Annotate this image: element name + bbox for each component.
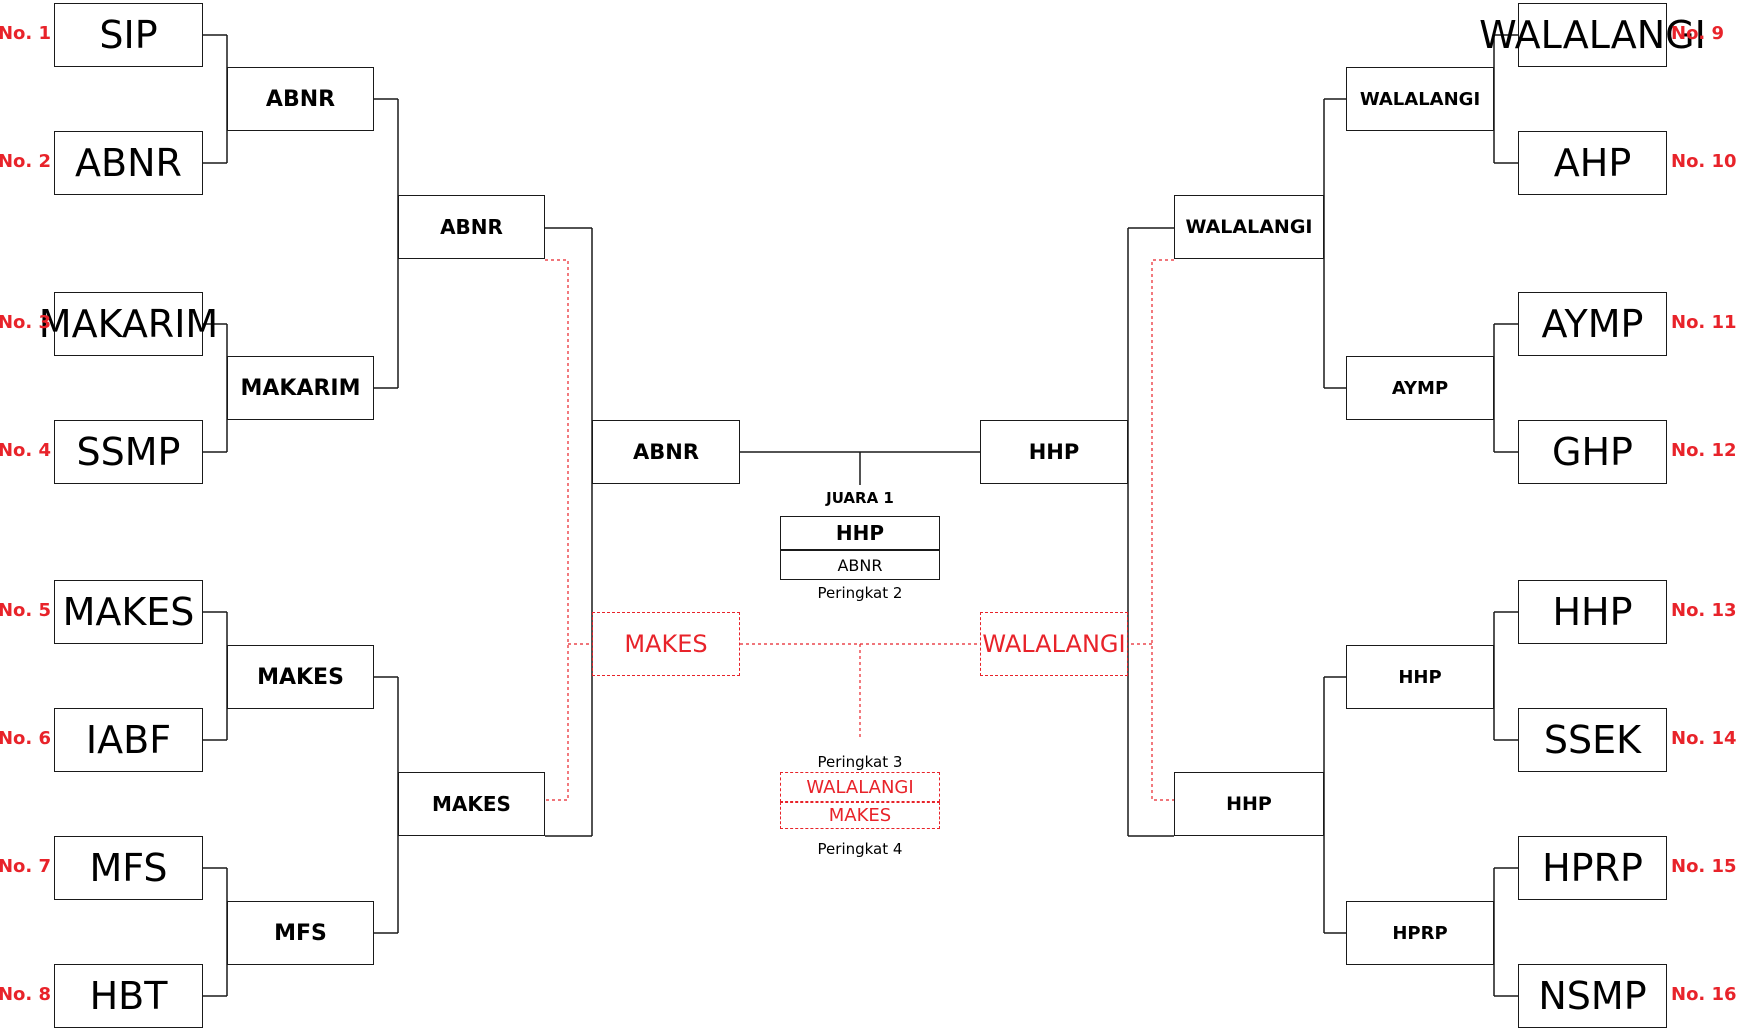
second-label: Peringkat 2 [817, 584, 903, 602]
team-box-left-text: SIP [99, 13, 158, 57]
r3-box-right-text: HHP [1226, 793, 1272, 815]
semi-box-right-text: HHP [1028, 440, 1080, 464]
r3-box-left: ABNR [398, 195, 545, 259]
winner-label: JUARA 1 [826, 489, 894, 507]
r2-box-left: MAKARIM [227, 356, 374, 420]
r3-box-right: WALALANGI [1174, 195, 1324, 259]
seed-label: No. 4 [0, 440, 51, 461]
seed-label: No. 7 [0, 856, 51, 877]
r2-box-right-text: HPRP [1392, 922, 1448, 944]
team-box-right: HPRP [1518, 836, 1667, 900]
team-box-right-text: HPRP [1542, 846, 1643, 890]
team-box-right: GHP [1518, 420, 1667, 484]
r2-box-right-text: WALALANGI [1359, 88, 1481, 110]
r2-box-right-text: AYMP [1391, 377, 1449, 399]
r2-box-left: MAKES [227, 645, 374, 709]
winner-name: HHP [835, 521, 885, 545]
r3-box-right: HHP [1174, 772, 1324, 836]
team-box-left: MAKARIM [39, 292, 218, 356]
seed-label: No. 1 [0, 23, 51, 44]
third-box-right-text: WALALANGI [982, 630, 1126, 658]
team-box-right: HHP [1518, 580, 1667, 644]
r2-box-left-text: ABNR [265, 86, 336, 112]
seed-label: No. 2 [0, 151, 51, 172]
third-name: WALALANGI [806, 776, 914, 798]
second-name: ABNR [837, 555, 883, 575]
team-box-left: HBT [54, 964, 203, 1028]
seed-label: No. 3 [0, 312, 51, 333]
semi-box-left-text: ABNR [632, 440, 699, 464]
seed-label: No. 16 [1671, 984, 1737, 1005]
team-box-left: SIP [54, 3, 203, 67]
seed-label: No. 8 [0, 984, 51, 1005]
team-box-right-text: NSMP [1538, 974, 1647, 1018]
r2-box-left-text: MFS [274, 920, 327, 946]
second-box: ABNR [780, 550, 940, 580]
r2-box-right-text: HHP [1398, 666, 1442, 688]
r2-box-right: HHP [1346, 645, 1494, 709]
r3-box-left-text: MAKES [432, 792, 511, 816]
third-box-left-text: MAKES [624, 630, 708, 658]
r2-box-right: AYMP [1346, 356, 1494, 420]
team-box-left-text: IABF [85, 718, 172, 762]
seed-label: No. 10 [1671, 151, 1737, 172]
team-box-left: MAKES [54, 580, 203, 644]
team-box-right: SSEK [1518, 708, 1667, 772]
team-box-left: MFS [54, 836, 203, 900]
semi-box-left: ABNR [592, 420, 740, 484]
team-box-left: ABNR [54, 131, 203, 195]
r2-box-left-text: MAKES [257, 664, 344, 690]
team-box-right: NSMP [1518, 964, 1667, 1028]
seed-label: No. 12 [1671, 440, 1737, 461]
team-box-left-text: MAKARIM [38, 302, 219, 346]
r2-box-left-text: MAKARIM [240, 375, 361, 401]
team-box-left: SSMP [54, 420, 203, 484]
semi-box-right: HHP [980, 420, 1128, 484]
team-box-right-text: HHP [1552, 590, 1633, 634]
fourth-label: Peringkat 4 [817, 840, 903, 858]
r2-box-right: WALALANGI [1346, 67, 1494, 131]
fourth-box: MAKES [780, 802, 940, 829]
r3-box-left: MAKES [398, 772, 545, 836]
team-box-right: WALALANGI [1479, 3, 1706, 67]
team-box-right-text: SSEK [1543, 718, 1642, 762]
third-box: WALALANGI [780, 772, 940, 802]
r2-box-left: MFS [227, 901, 374, 965]
third-box-right: WALALANGI [980, 612, 1128, 676]
seed-label: No. 5 [0, 600, 51, 621]
team-box-left-text: SSMP [76, 430, 181, 474]
seed-label: No. 15 [1671, 856, 1737, 877]
third-label: Peringkat 3 [817, 753, 903, 771]
seed-label: No. 6 [0, 728, 51, 749]
third-box-left: MAKES [592, 612, 740, 676]
team-box-right-text: WALALANGI [1479, 13, 1706, 57]
team-box-right-text: AYMP [1541, 302, 1644, 346]
fourth-name: MAKES [828, 805, 892, 826]
seed-label: No. 14 [1671, 728, 1737, 749]
r3-box-right-text: WALALANGI [1185, 216, 1313, 238]
seed-label: No. 9 [1671, 23, 1725, 44]
r2-box-right: HPRP [1346, 901, 1494, 965]
team-box-left: IABF [54, 708, 203, 772]
team-box-right: AHP [1518, 131, 1667, 195]
team-box-right-text: AHP [1553, 141, 1632, 185]
r3-box-left-text: ABNR [440, 215, 503, 239]
r2-box-left: ABNR [227, 67, 374, 131]
team-box-left-text: HBT [89, 974, 168, 1018]
team-box-right: AYMP [1518, 292, 1667, 356]
team-box-left-text: MAKES [62, 590, 195, 634]
team-box-right-text: GHP [1552, 430, 1633, 474]
seed-label: No. 11 [1671, 312, 1737, 333]
team-box-left-text: MFS [89, 846, 168, 890]
team-box-left-text: ABNR [75, 141, 182, 185]
seed-label: No. 13 [1671, 600, 1737, 621]
winner-box: HHP [780, 516, 940, 550]
